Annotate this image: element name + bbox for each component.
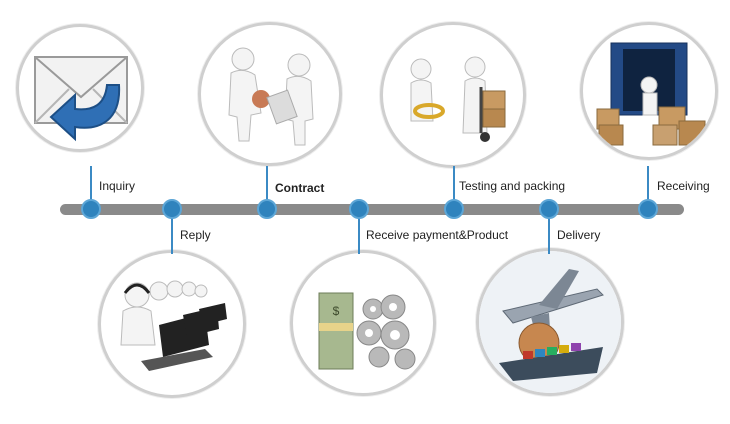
- contract-illustration: [198, 22, 342, 166]
- magnifier-trolley-icon: [410, 56, 506, 142]
- envelope-reply-icon: [34, 56, 128, 142]
- handshake-figures-icon: [228, 47, 314, 146]
- reply-label: Reply: [180, 228, 211, 242]
- inquiry-dot: [81, 199, 101, 219]
- inquiry-illustration: [16, 24, 144, 152]
- testing-packing-label: Testing and packing: [459, 179, 566, 193]
- delivery-stem: [548, 212, 550, 254]
- plane-ship-globe-icon: [479, 251, 621, 393]
- receiving-label: Receiving: [657, 179, 710, 193]
- payment-stem: [358, 212, 360, 254]
- inquiry-label: Inquiry: [99, 179, 136, 193]
- svg-text:$: $: [333, 304, 340, 318]
- container-boxes-icon: [596, 42, 706, 146]
- payment-label: Receive payment&Product: [366, 228, 509, 242]
- money-gears-icon: $: [318, 292, 416, 370]
- inquiry-stem: [90, 166, 92, 206]
- reply-stem: [171, 212, 173, 254]
- contract-label: Contract: [275, 181, 325, 195]
- testing-packing-stem: [453, 166, 455, 206]
- headset-agents-icon: [120, 280, 227, 371]
- receiving-stem: [647, 166, 649, 206]
- testing-packing-illustration: [380, 22, 526, 168]
- contract-dot: [257, 199, 277, 219]
- receiving-dot: [638, 199, 658, 219]
- reply-illustration: [98, 250, 246, 398]
- contract-stem: [266, 166, 268, 206]
- receiving-illustration: [580, 22, 718, 160]
- timeline-bar: [60, 204, 684, 215]
- reply-dot: [162, 199, 182, 219]
- testing-packing-dot: [444, 199, 464, 219]
- delivery-label: Delivery: [557, 228, 601, 242]
- delivery-dot: [539, 199, 559, 219]
- delivery-illustration: [476, 248, 624, 396]
- payment-product-illustration: $: [290, 250, 436, 396]
- payment-dot: [349, 199, 369, 219]
